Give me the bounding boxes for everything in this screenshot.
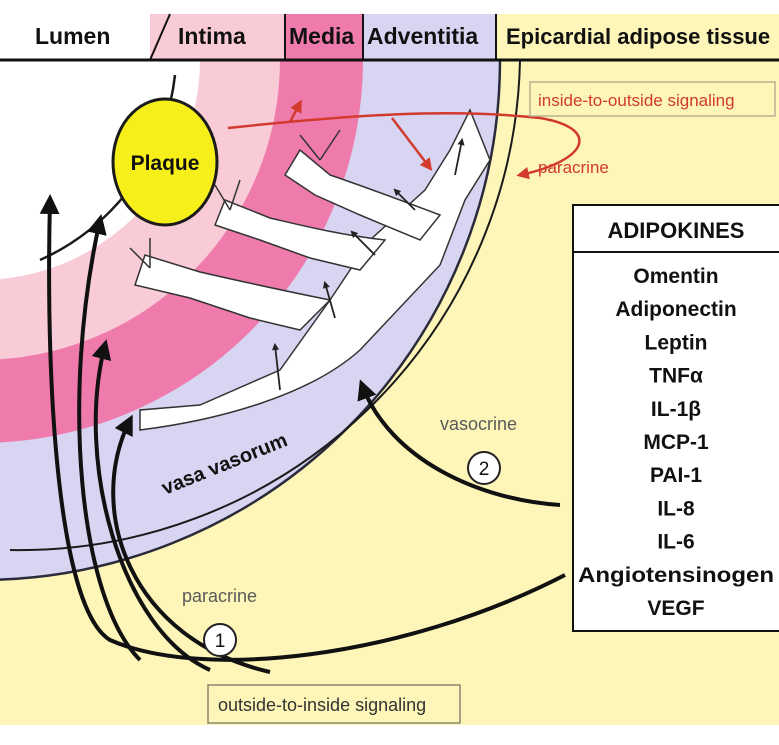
adipokine-item: Leptin xyxy=(645,331,708,354)
adipokine-item: Angiotensinogen xyxy=(578,564,774,587)
paracrine-number: 1 xyxy=(215,631,226,652)
adipokine-item: TNFα xyxy=(649,365,703,388)
adipokine-item: IL-6 xyxy=(657,531,694,554)
header-intima: Intima xyxy=(178,23,246,49)
adipokine-item: Adiponectin xyxy=(615,298,736,321)
adipokine-item: MCP-1 xyxy=(643,431,709,454)
plaque-label: Plaque xyxy=(131,152,200,175)
vasocrine-label: vasocrine xyxy=(440,414,517,434)
adipokine-item: IL-1β xyxy=(651,398,701,421)
inside-out-signaling-label: inside-to-outside signaling xyxy=(538,91,735,110)
paracrine-top-label: paracrine xyxy=(538,158,609,177)
header-lumen: Lumen xyxy=(35,23,110,49)
header-epicardial-adipose-tissue: Epicardial adipose tissue xyxy=(506,24,770,49)
adipokines-title: ADIPOKINES xyxy=(608,218,745,243)
vasocrine-number: 2 xyxy=(479,459,490,480)
adipokine-item: IL-8 xyxy=(657,497,695,520)
header-adventitia: Adventitia xyxy=(367,23,478,49)
paracrine-bottom-label: paracrine xyxy=(182,586,257,606)
header-media: Media xyxy=(289,23,354,49)
outside-in-signaling-label: outside-to-inside signaling xyxy=(218,695,426,715)
adipokine-item: VEGF xyxy=(647,597,704,620)
adipokine-item: PAI-1 xyxy=(650,464,702,487)
adipokine-item: Omentin xyxy=(633,265,718,288)
